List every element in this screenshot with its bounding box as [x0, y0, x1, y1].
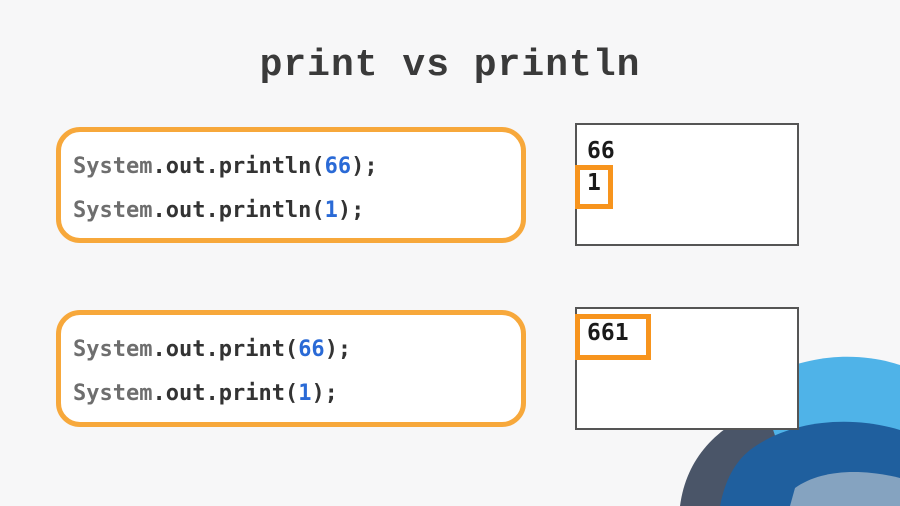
slide-title: print vs println: [259, 44, 641, 87]
code-end-token: );: [337, 198, 365, 223]
code-method-token: .out.print(: [152, 381, 299, 406]
code-end-token: );: [351, 154, 378, 179]
output-highlight-box: [575, 314, 651, 360]
print-code-box: System.out.print(66); System.out.print(1…: [56, 310, 526, 427]
code-class-token: System: [73, 154, 153, 179]
code-end-token: );: [324, 337, 352, 362]
code-line: System.out.println(66);: [73, 154, 378, 179]
output-line-highlighted: 661: [587, 320, 629, 346]
code-number-token: 66: [324, 154, 352, 179]
code-end-token: );: [311, 381, 338, 406]
code-class-token: System: [73, 337, 153, 362]
output-line-highlighted: 1: [587, 170, 601, 196]
println-output-console: 66 1: [575, 123, 799, 246]
output-highlight-box: [575, 165, 613, 209]
code-line: System.out.println(1);: [73, 198, 364, 223]
print-output-console: 661: [575, 307, 799, 430]
code-method-token: .out.print(: [152, 337, 299, 362]
code-number-token: 66: [298, 337, 325, 362]
code-number-token: 1: [298, 381, 312, 406]
code-class-token: System: [73, 198, 153, 223]
code-class-token: System: [73, 381, 153, 406]
code-line: System.out.print(66);: [73, 337, 351, 362]
code-method-token: .out.println(: [152, 198, 325, 223]
code-method-token: .out.println(: [152, 154, 325, 179]
code-line: System.out.print(1);: [73, 381, 338, 406]
output-line: 66: [587, 138, 615, 164]
println-code-box: System.out.println(66); System.out.print…: [56, 127, 526, 243]
code-number-token: 1: [324, 198, 338, 223]
